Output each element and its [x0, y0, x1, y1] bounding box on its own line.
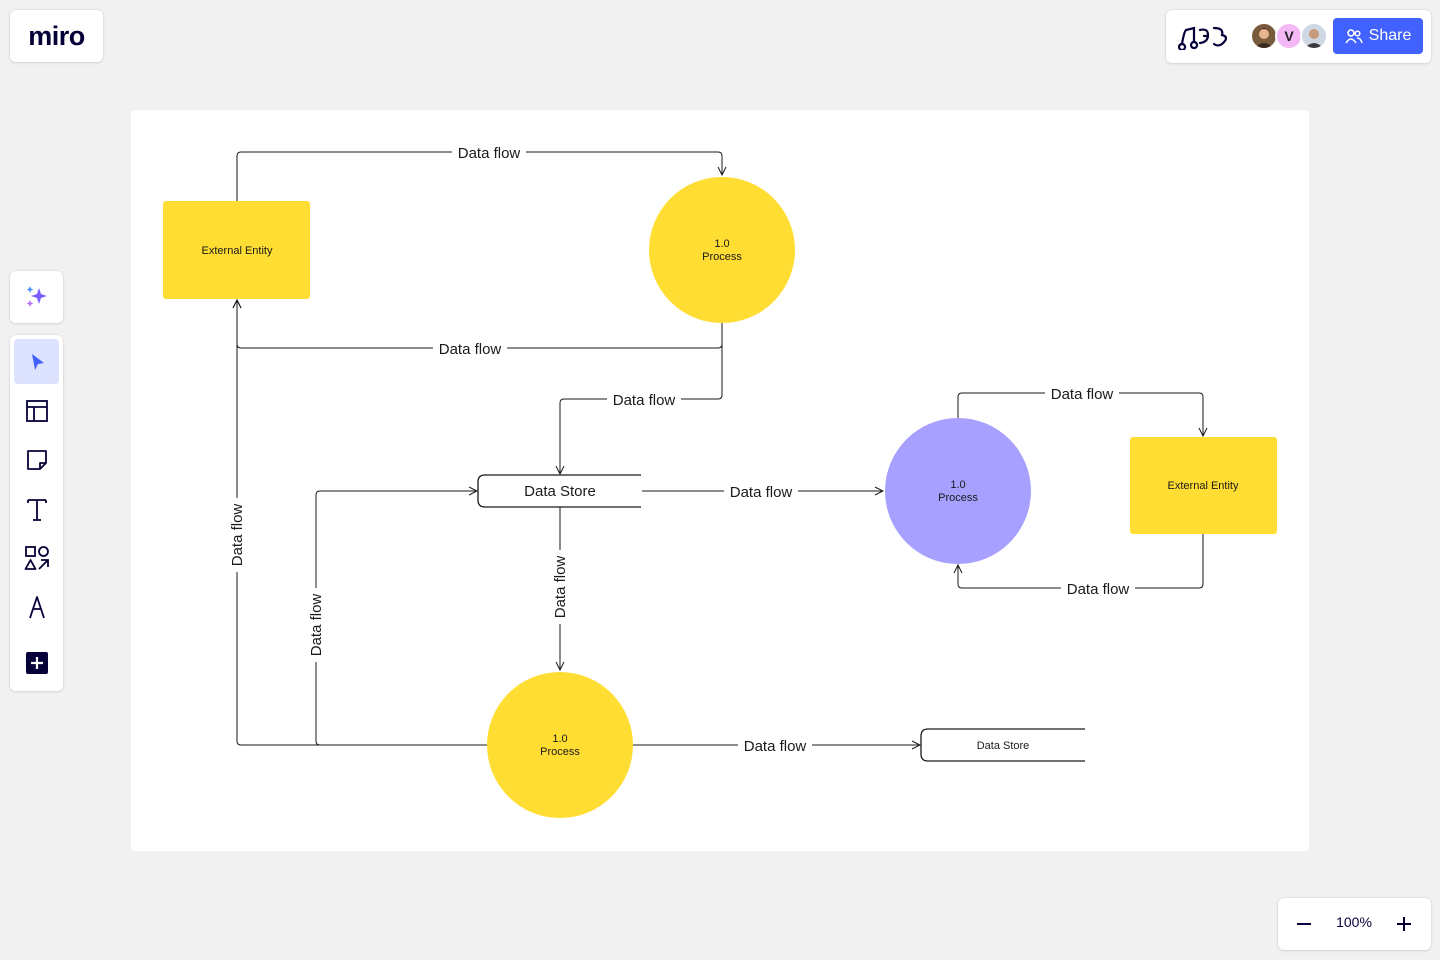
collaboration-bar: V Share: [1166, 10, 1431, 63]
flow-label: Data flow: [229, 504, 246, 567]
zoom-out-button[interactable]: [1290, 910, 1318, 938]
board-name-icon[interactable]: [1178, 22, 1234, 50]
avatar-initial: V: [1284, 28, 1294, 44]
entity-label: External Entity: [202, 245, 273, 257]
connector-7[interactable]: [315, 491, 477, 746]
users-icon: [1344, 29, 1363, 44]
share-button[interactable]: Share: [1333, 18, 1423, 54]
flow-label: Data flow: [613, 392, 676, 409]
flow-label: Data flow: [308, 594, 325, 657]
text-tool[interactable]: [14, 486, 59, 531]
board-frame[interactable]: External Entity 1.0 Process 1.0 Process …: [131, 110, 1309, 851]
share-label: Share: [1368, 27, 1412, 44]
flow-label: Data flow: [730, 484, 793, 501]
flow-label: Data flow: [1067, 581, 1130, 598]
entity-label: External Entity: [1168, 480, 1239, 492]
process-3[interactable]: [487, 672, 633, 818]
zoom-in-button[interactable]: [1390, 910, 1418, 938]
templates-tool[interactable]: [14, 388, 59, 433]
text-icon: [26, 498, 47, 521]
layout-icon: [25, 399, 48, 422]
external-entity-1[interactable]: [163, 201, 310, 299]
more-tools[interactable]: [14, 640, 59, 685]
connector-6[interactable]: [237, 300, 487, 746]
process-name: Process: [702, 251, 742, 263]
minus-icon: [1297, 923, 1311, 925]
avatar[interactable]: [1300, 22, 1328, 50]
sparkles-icon[interactable]: [24, 284, 50, 310]
shapes-tool[interactable]: [14, 535, 59, 580]
flow-label: Data flow: [439, 341, 502, 358]
data-flow-diagram: External Entity 1.0 Process 1.0 Process …: [163, 143, 1277, 818]
process-1[interactable]: [649, 177, 795, 323]
toolbar: [10, 335, 63, 691]
sticky-note-icon: [26, 449, 47, 470]
avatar[interactable]: [1250, 22, 1278, 50]
process-name: Process: [540, 746, 580, 758]
zoom-level[interactable]: 100%: [1336, 914, 1372, 930]
pen-tool[interactable]: [14, 584, 59, 629]
data-store-label: Data Store: [524, 483, 596, 500]
flow-label: Data flow: [744, 738, 807, 755]
select-tool[interactable]: [14, 339, 59, 384]
process-id: 1.0: [714, 238, 729, 250]
process-id: 1.0: [950, 479, 965, 491]
avatar[interactable]: V: [1275, 22, 1303, 50]
ai-assist-panel: [10, 271, 63, 323]
flow-label: Data flow: [552, 556, 569, 619]
data-store-label: Data Store: [977, 740, 1030, 752]
sticky-note-tool[interactable]: [14, 437, 59, 482]
process-2[interactable]: [885, 418, 1031, 564]
miro-logo: miro: [28, 20, 85, 51]
flow-label: Data flow: [1051, 386, 1114, 403]
external-entity-2[interactable]: [1130, 437, 1277, 534]
shapes-icon: [24, 545, 49, 570]
data-store-2[interactable]: [920, 728, 1085, 762]
process-name: Process: [938, 492, 978, 504]
data-store-1[interactable]: [477, 474, 641, 508]
logo-panel[interactable]: miro: [10, 10, 103, 62]
plus-icon: [1397, 917, 1411, 931]
process-id: 1.0: [552, 733, 567, 745]
zoom-controls: 100%: [1278, 898, 1431, 950]
pen-icon: [28, 595, 45, 618]
flow-label: Data flow: [458, 145, 521, 162]
cursor-icon: [31, 353, 44, 370]
plus-square-icon: [25, 651, 48, 674]
